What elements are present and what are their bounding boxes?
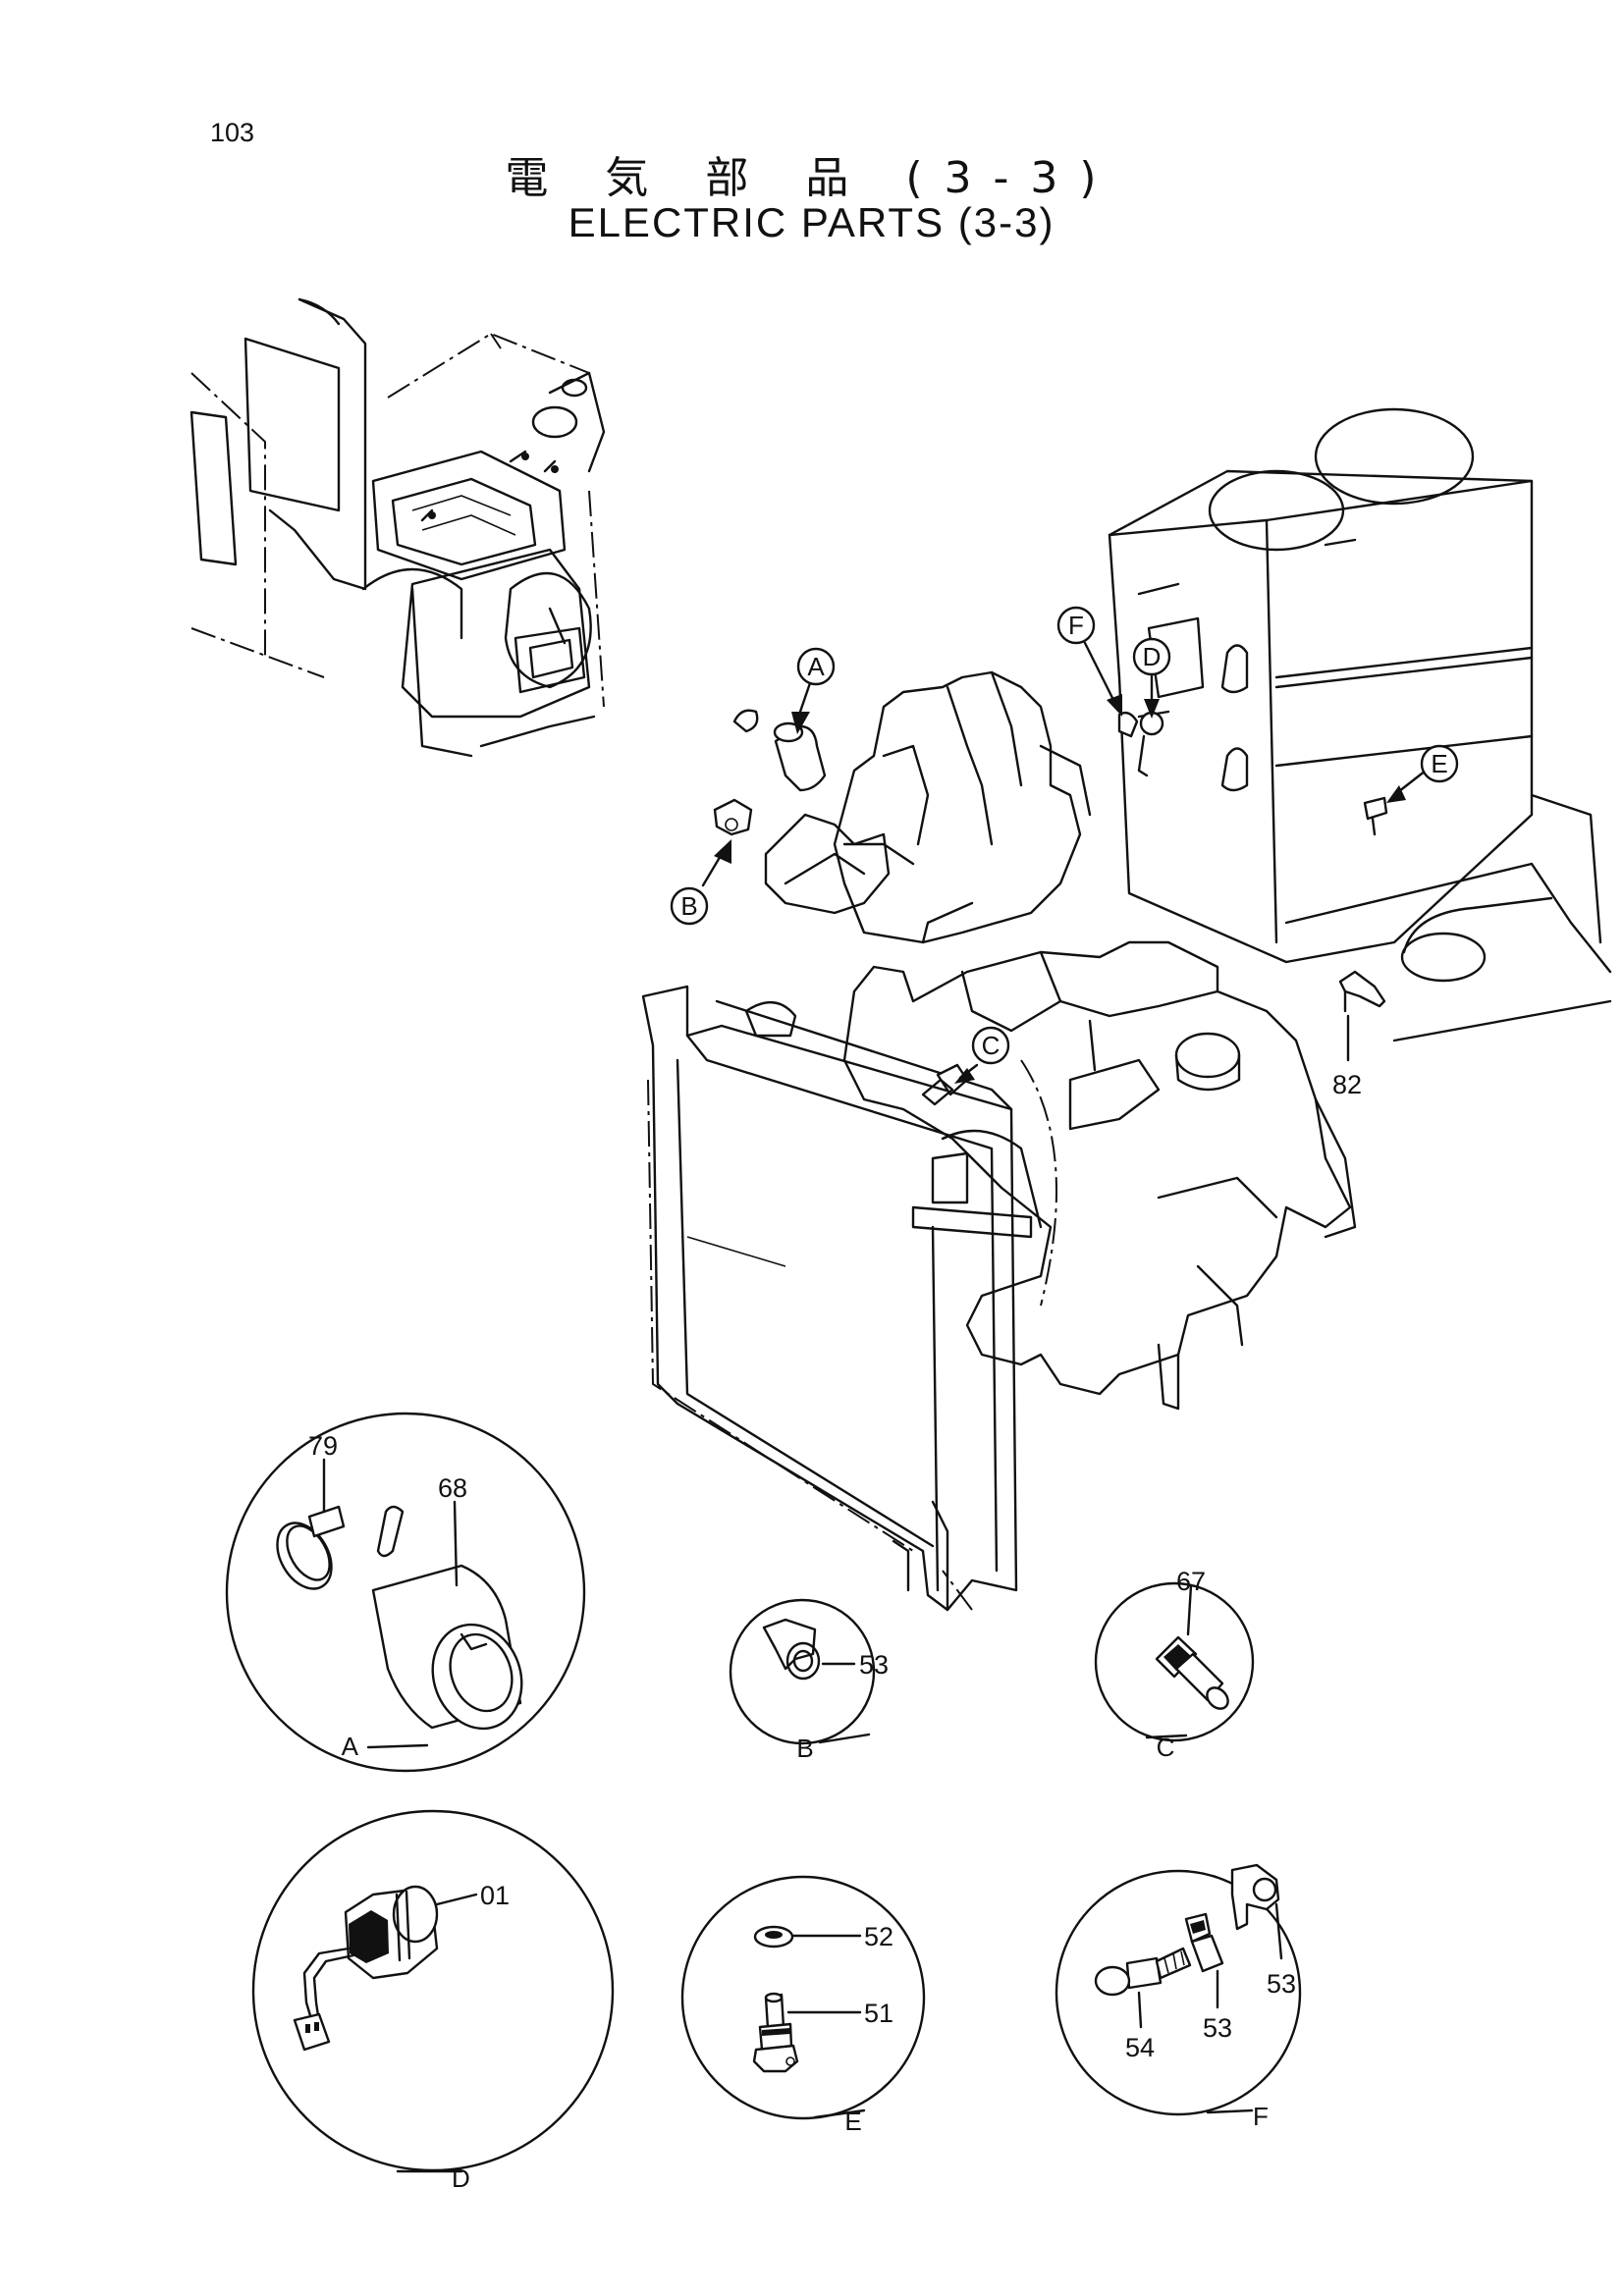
detail-e-part-51: 51: [864, 1999, 893, 2028]
callout-c-letter: C: [982, 1031, 1001, 1060]
detail-f: 53 53 54 F: [1055, 1863, 1302, 2131]
detail-d: 01 D: [251, 1809, 615, 2193]
engine-sketch: [842, 940, 1357, 1411]
callout-b-circle[interactable]: [670, 886, 709, 926]
callout-e-letter: E: [1431, 749, 1447, 778]
detail-d-part-01: 01: [480, 1881, 510, 1910]
hydraulic-tank-sketch: [1108, 407, 1612, 1042]
callout-b-leader: [701, 852, 724, 887]
callout-e-circle[interactable]: [1420, 744, 1459, 783]
page-title-japanese: 電 気 部 品 (3-3): [505, 153, 1118, 203]
detail-f-part-53-center: 53: [1203, 2013, 1232, 2043]
detail-f-part-54: 54: [1125, 2033, 1155, 2062]
detail-e: 52 51 E: [680, 1875, 926, 2136]
callout-c-circle[interactable]: [971, 1026, 1010, 1065]
callout-c-arrow: [954, 1068, 975, 1084]
callout-d-arrow: [1144, 699, 1160, 719]
detail-c-circle: [1094, 1581, 1255, 1742]
detail-e-circle: [680, 1875, 926, 2120]
detail-c-part-67: 67: [1176, 1567, 1206, 1596]
detail-e-part-52: 52: [864, 1922, 893, 1951]
detail-c-label: C: [1157, 1733, 1175, 1762]
callout-e-arrow: [1386, 785, 1406, 803]
callout-a-arrow: [791, 712, 810, 734]
detail-b-label: B: [796, 1734, 813, 1763]
detail-d-label: D: [452, 2163, 470, 2193]
part-number-82: 82: [1332, 1070, 1362, 1099]
machine-overview-sketch: [189, 297, 606, 758]
callout-d-letter: D: [1143, 642, 1162, 671]
sensor-on-tank: [1363, 796, 1388, 836]
detail-b-circle: [729, 1598, 876, 1745]
callout-b-arrow: [714, 839, 731, 864]
callout-d-circle[interactable]: [1132, 637, 1171, 676]
switch-on-tank: [1117, 711, 1164, 777]
detail-b-part-53: 53: [859, 1650, 889, 1680]
callout-a-leader: [798, 678, 813, 714]
detail-f-label: F: [1253, 2102, 1269, 2131]
callout-f-letter: F: [1068, 611, 1084, 640]
radiator-sketch: [641, 985, 1057, 1612]
detail-b: 53 B: [729, 1598, 889, 1763]
detail-a-part-68: 68: [438, 1473, 467, 1503]
detail-f-circle: [1055, 1869, 1302, 2116]
callout-b-letter: B: [680, 891, 697, 921]
detail-a-label: A: [342, 1732, 359, 1761]
detail-e-label: E: [844, 2107, 861, 2136]
callout-a-letter: A: [807, 652, 825, 681]
callout-f-arrow: [1107, 694, 1122, 717]
callout-f-leader: [1083, 641, 1116, 704]
clip-on-valve: [713, 798, 753, 836]
detail-a: 79 68 A: [225, 1412, 586, 1773]
detail-a-circle: [225, 1412, 586, 1773]
hose-on-valve: [732, 709, 827, 792]
detail-f-part-53-right: 53: [1267, 1969, 1296, 1999]
detail-d-circle: [251, 1809, 615, 2172]
control-valve-sketch: [764, 670, 1092, 944]
bracket-82: [1338, 970, 1386, 1013]
page-title-english: ELECTRIC PARTS (3-3): [568, 199, 1055, 245]
page-number: 103: [210, 118, 255, 147]
detail-c: 67 C: [1094, 1567, 1255, 1762]
callout-f-circle[interactable]: [1056, 606, 1096, 645]
callout-a-circle[interactable]: [796, 647, 836, 686]
detail-a-part-79: 79: [308, 1431, 338, 1461]
